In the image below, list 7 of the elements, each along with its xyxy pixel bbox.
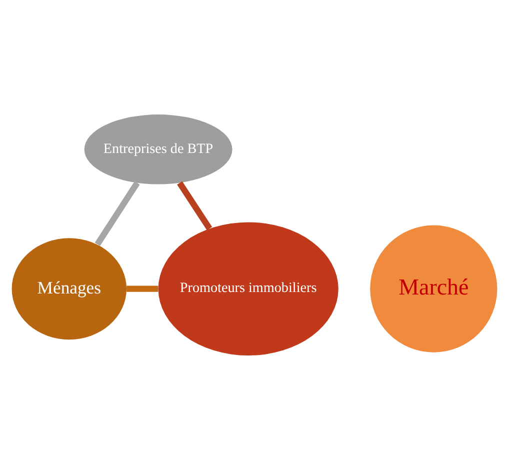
node-ellipse: Entreprises de BTP [84,114,232,184]
connector [94,180,140,246]
connector [177,180,212,230]
node-circle: Marché [370,224,498,352]
node-ellipse: Promoteurs immobiliers [158,222,338,355]
node-ellipse: Ménages [12,238,127,340]
connector [126,285,158,292]
